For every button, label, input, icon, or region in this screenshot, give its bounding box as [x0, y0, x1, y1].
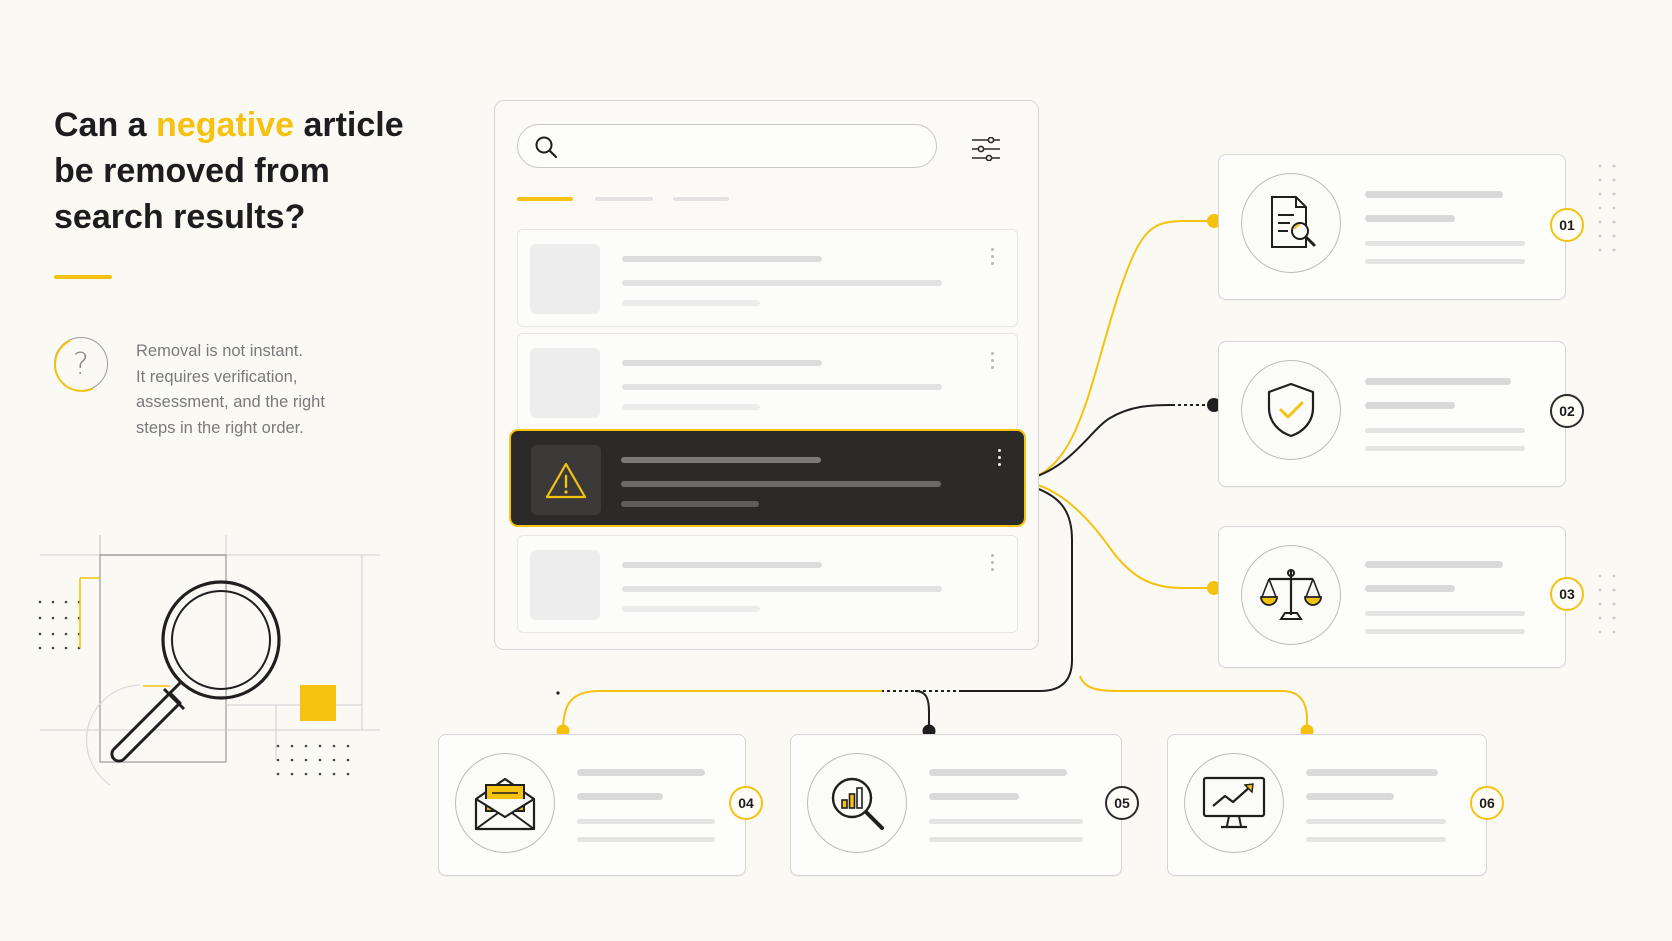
placeholder-line — [929, 769, 1067, 776]
placeholder-line — [621, 481, 941, 487]
placeholder-line — [929, 837, 1083, 842]
envelope-icon — [455, 753, 555, 853]
placeholder-line — [1365, 428, 1525, 433]
placeholder-line — [577, 769, 705, 776]
placeholder-line — [929, 793, 1019, 800]
sliders-icon[interactable] — [971, 137, 1001, 161]
search-icon — [535, 136, 558, 159]
placeholder-line — [1365, 611, 1525, 616]
title-line-3: search results? — [54, 198, 306, 236]
flagged-result-card[interactable] — [509, 429, 1026, 527]
dot-grid-illustration — [38, 600, 350, 776]
tab[interactable] — [595, 197, 653, 201]
step-card-05[interactable] — [790, 734, 1122, 876]
warning-icon — [545, 462, 587, 499]
search-input[interactable] — [517, 124, 937, 168]
placeholder-line — [622, 606, 760, 612]
placeholder-line — [621, 457, 821, 463]
result-card[interactable] — [517, 229, 1018, 327]
placeholder-line — [621, 501, 759, 507]
intro-text: Removal is not instant. It requires veri… — [136, 339, 366, 441]
result-card[interactable] — [517, 333, 1018, 431]
intro-line: steps in the right order. — [136, 418, 304, 437]
placeholder-line — [1365, 241, 1525, 246]
result-card[interactable] — [517, 535, 1018, 633]
result-thumbnail — [530, 244, 600, 314]
analytics-search-icon — [807, 753, 907, 853]
title-part: article — [294, 106, 404, 144]
title-part: Can a — [54, 106, 157, 144]
placeholder-line — [1365, 191, 1503, 198]
step-card-02[interactable] — [1218, 341, 1566, 487]
placeholder-line — [622, 586, 942, 592]
scales-icon — [1241, 545, 1341, 645]
question-mark-icon: ? — [45, 328, 117, 400]
placeholder-line — [622, 384, 942, 390]
placeholder-line — [1365, 629, 1525, 634]
result-thumbnail — [530, 550, 600, 620]
step-card-04[interactable] — [438, 734, 746, 876]
document-search-icon — [1241, 173, 1341, 273]
placeholder-line — [622, 360, 822, 366]
placeholder-line — [1365, 446, 1525, 451]
more-options-icon[interactable] — [991, 554, 995, 575]
placeholder-line — [1306, 837, 1446, 842]
intro-line: assessment, and the right — [136, 393, 325, 411]
more-options-icon[interactable] — [991, 248, 995, 269]
title-accent-word: negative — [156, 106, 294, 144]
monitor-chart-icon — [1184, 753, 1284, 853]
placeholder-line — [1365, 215, 1455, 222]
tab[interactable] — [673, 197, 729, 201]
tab-active[interactable] — [517, 197, 573, 201]
more-options-icon[interactable] — [991, 352, 995, 373]
shield-check-icon — [1241, 360, 1341, 460]
placeholder-line — [622, 280, 942, 286]
placeholder-line — [577, 837, 715, 842]
search-results-panel — [494, 100, 1039, 650]
placeholder-line — [1365, 402, 1455, 409]
magnifier-illustration — [40, 535, 380, 786]
placeholder-line — [1306, 819, 1446, 824]
dot-grid-decoration — [1598, 164, 1616, 634]
title-line-2: be removed from — [54, 152, 330, 190]
placeholder-line — [929, 819, 1083, 824]
placeholder-line — [1365, 561, 1503, 568]
step-badge-01: 01 — [1550, 208, 1584, 242]
placeholder-line — [622, 404, 760, 410]
step-card-03[interactable] — [1218, 526, 1566, 668]
step-card-06[interactable] — [1167, 734, 1487, 876]
intro-line: Removal is not instant. — [136, 342, 303, 360]
step-badge-03: 03 — [1550, 577, 1584, 611]
placeholder-line — [622, 300, 760, 306]
step-connectors — [562, 220, 1308, 733]
more-options-icon[interactable] — [998, 449, 1002, 470]
placeholder-line — [622, 256, 822, 262]
placeholder-line — [1365, 585, 1455, 592]
placeholder-line — [1365, 378, 1511, 385]
step-badge-05: 05 — [1105, 786, 1139, 820]
placeholder-line — [1306, 769, 1438, 776]
placeholder-line — [577, 819, 715, 824]
step-badge-06: 06 — [1470, 786, 1504, 820]
step-card-01[interactable] — [1218, 154, 1566, 300]
page-title: Can a negative article be removed from s… — [54, 102, 454, 240]
title-underline — [54, 275, 112, 279]
placeholder-line — [1306, 793, 1394, 800]
placeholder-line — [1365, 259, 1525, 264]
question-glyph: ? — [73, 346, 89, 382]
step-badge-02: 02 — [1550, 394, 1584, 428]
intro-line: It requires verification, — [136, 367, 298, 386]
placeholder-line — [622, 562, 822, 568]
placeholder-line — [577, 793, 663, 800]
result-thumbnail — [530, 348, 600, 418]
step-badge-04: 04 — [729, 786, 763, 820]
